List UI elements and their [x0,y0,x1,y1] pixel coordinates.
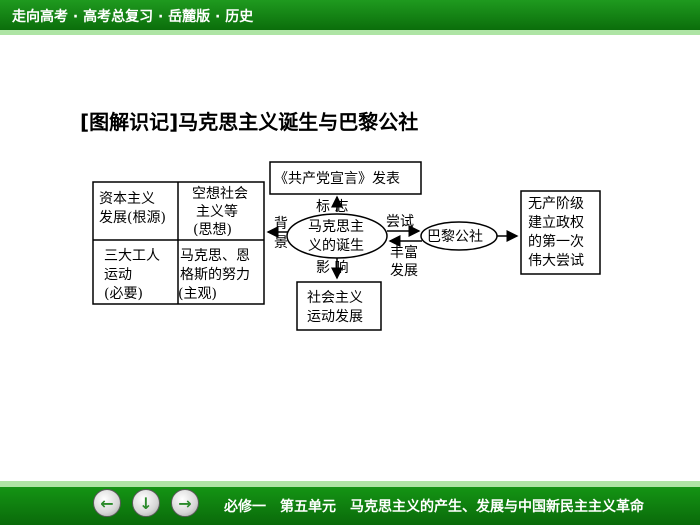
footer-chapter-text: 必修一 第五单元 马克思主义的产生、发展与中国新民主主义革命 [224,499,644,515]
label-enrich: 丰富 发展 [390,244,422,279]
previous-button[interactable]: ← [93,489,121,517]
center-text: 马克思主 义的诞生 [308,219,368,254]
manifesto-box [269,161,422,195]
manifesto-text: 《共产党宣言》发表 [274,171,400,187]
socialist-box [296,281,382,331]
header-bar: 走向高考 · 高考总复习 · 岳麓版 · 历史 [0,0,700,30]
down-button[interactable]: ↓ [132,489,160,517]
commune-text: 巴黎公社 [427,229,483,245]
header-stripe [0,30,700,35]
table-cell-capitalism: 资本主义 发展(根源) [99,191,166,226]
socialist-text: 社会主义 运动发展 [307,290,367,325]
label-background: 背 景 [274,216,292,251]
footer-stripe [0,481,700,487]
result-box [520,190,601,275]
table-cell-utopian: 空想社会 主义等 (思想) [192,186,252,238]
table-cell-workers-movement: 三大工人 运动 (必要) [104,248,164,302]
arrow-down-icon: ↓ [139,493,153,513]
table-cell-marx-engels: 马克思、恩 格斯的努力 (主观) [178,248,254,302]
label-influence: 影 响 [316,260,348,276]
arrow-right-icon: → [178,493,192,513]
result-text: 无产阶级 建立政权 的第一次 伟大尝试 [528,196,588,269]
arrow-left-icon: ← [100,493,114,513]
label-mark: 标 志 [316,199,348,215]
next-button[interactable]: → [171,489,199,517]
slide-title: [图解识记]马克思主义诞生与巴黎公社 [80,110,419,134]
label-attempt: 尝试 [386,214,414,230]
header-title: 走向高考 · 高考总复习 · 岳麓版 · 历史 [12,9,254,25]
